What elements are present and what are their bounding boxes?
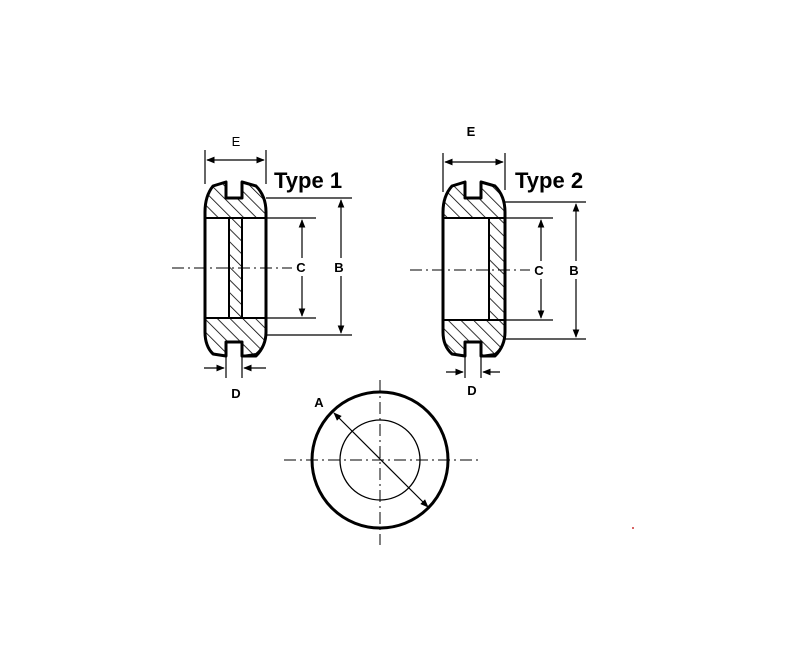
type2-hatch-top [442,180,506,219]
type1-hatch-bottom [204,317,267,358]
type2-b-label-bg [564,261,584,279]
type2-c-label-bg [530,261,550,279]
type1-b-label-bg [330,258,350,276]
type1-b-label: B [334,260,343,275]
a-label: A [314,395,324,410]
type2-hatch-bottom [442,319,506,358]
type2-section-view: E B C D Type 2 [410,124,586,398]
type2-c-label: C [534,263,544,278]
outer-circle [310,390,450,530]
type2-b-label: B [569,263,578,278]
type1-section-view: E B C D Type 1 [172,134,352,401]
type1-e-label: E [232,134,241,149]
type1-c-label: C [296,260,306,275]
type2-d-label: D [467,383,476,398]
type1-hatch-top [204,180,267,219]
a-dim-line [333,412,429,508]
top-view: A [284,380,482,545]
stray-dot [632,527,634,529]
type2-e-label: E [467,124,476,139]
type2-hatch-right-wall [488,217,506,321]
type1-d-label: D [231,386,240,401]
type2-title: Type 2 [515,168,583,193]
type1-title: Type 1 [274,168,342,193]
type1-c-label-bg [292,258,312,276]
